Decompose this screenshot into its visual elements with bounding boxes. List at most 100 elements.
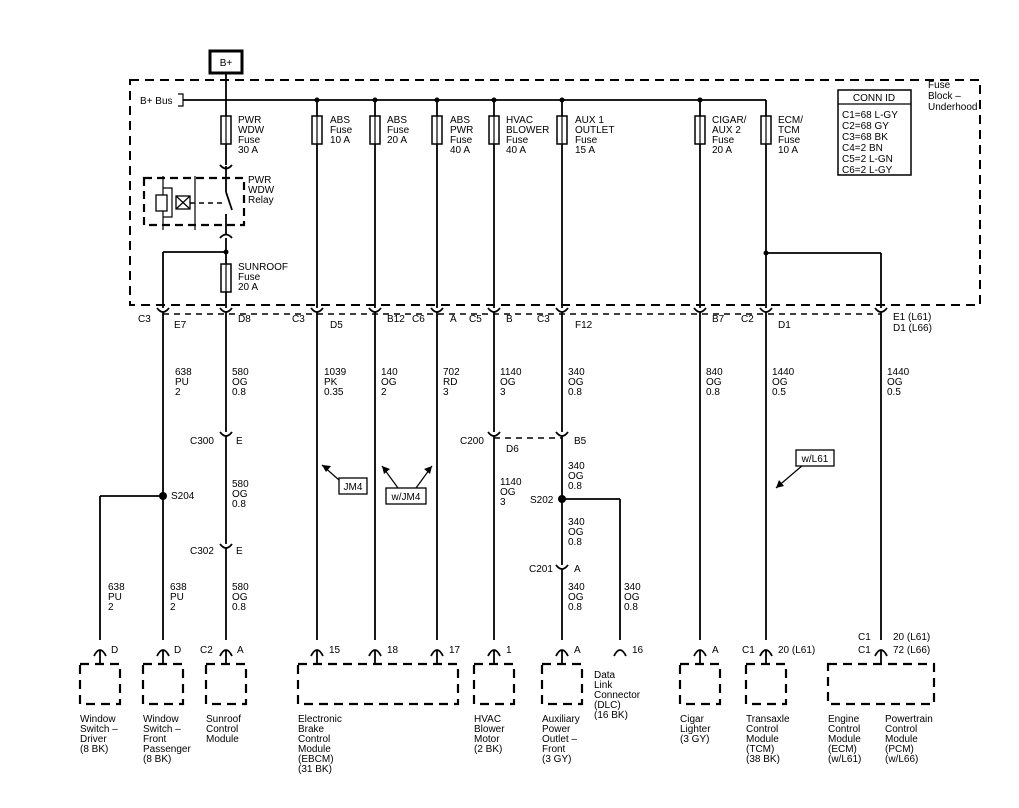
svg-text:OUTLET: OUTLET (575, 125, 614, 136)
svg-text:Fuse: Fuse (330, 125, 353, 136)
svg-text:Module: Module (746, 734, 779, 745)
svg-text:(3 GY): (3 GY) (680, 734, 709, 745)
svg-text:D8: D8 (238, 314, 251, 325)
svg-text:580: 580 (232, 582, 249, 593)
bus-label: B+ Bus (140, 96, 173, 107)
svg-text:BLOWER: BLOWER (506, 125, 549, 136)
conn-id-row: C1=68 L-GY (842, 110, 898, 121)
svg-text:OG: OG (568, 377, 584, 388)
svg-text:A: A (237, 645, 244, 656)
conn-id-row: C5=2 L-GN (842, 154, 893, 165)
svg-text:340: 340 (624, 582, 641, 593)
svg-text:340: 340 (568, 461, 585, 472)
svg-text:ABS: ABS (450, 115, 470, 126)
svg-text:3: 3 (443, 387, 449, 398)
component-hvac-blower-motor: HVAC Blower Motor (2 BK) (472, 662, 516, 755)
svg-text:OG: OG (232, 592, 248, 603)
svg-text:Fuse: Fuse (506, 135, 529, 146)
svg-text:(EBCM): (EBCM) (298, 754, 334, 765)
svg-text:C2: C2 (741, 314, 754, 325)
svg-text:HVAC: HVAC (506, 115, 533, 126)
svg-text:Control: Control (746, 724, 778, 735)
svg-text:Relay: Relay (248, 195, 274, 206)
wire-1140: 1140 OG 3 C200 D6 1140 OG 3 (460, 322, 562, 640)
svg-text:B12: B12 (387, 314, 405, 325)
svg-text:2: 2 (381, 387, 387, 398)
svg-text:(8 BK): (8 BK) (143, 754, 171, 765)
svg-text:30 A: 30 A (238, 145, 258, 156)
fuse-hvac-blower: HVAC BLOWER Fuse 40 A (488, 100, 549, 308)
svg-text:Cigar: Cigar (680, 714, 705, 725)
svg-text:Switch –: Switch – (80, 724, 118, 735)
svg-text:20 (L61): 20 (L61) (893, 632, 930, 643)
svg-text:D: D (174, 645, 181, 656)
svg-text:(38 BK): (38 BK) (746, 754, 780, 765)
component-sunroof-module: Sunroof Control Module (204, 662, 248, 745)
svg-text:ABS: ABS (330, 115, 350, 126)
svg-text:72 (L66): 72 (L66) (893, 645, 930, 656)
svg-text:OG: OG (500, 487, 516, 498)
svg-text:PK: PK (324, 377, 338, 388)
option-tag-jm4: JM4 (321, 464, 368, 495)
svg-text:Module: Module (298, 744, 331, 755)
svg-text:ABS: ABS (387, 115, 407, 126)
svg-text:Control: Control (206, 724, 238, 735)
svg-text:(16 BK): (16 BK) (594, 710, 628, 721)
svg-text:Outlet –: Outlet – (542, 734, 577, 745)
svg-text:TCM: TCM (778, 125, 800, 136)
component-ebcm: Electronic Brake Control Module (EBCM) (… (296, 662, 460, 775)
svg-text:Window: Window (143, 714, 179, 725)
svg-text:RD: RD (443, 377, 457, 388)
svg-text:1440: 1440 (887, 367, 910, 378)
svg-text:CIGAR/: CIGAR/ (712, 115, 747, 126)
wire-1440-ecm: 1440 OG 0.5 (880, 322, 910, 640)
svg-text:2: 2 (108, 602, 114, 613)
svg-text:Underhood: Underhood (928, 102, 977, 113)
svg-text:Lighter: Lighter (680, 724, 711, 735)
svg-text:D1 (L66): D1 (L66) (893, 323, 932, 334)
svg-text:0.8: 0.8 (568, 602, 582, 613)
svg-text:Engine: Engine (828, 714, 860, 725)
svg-text:OG: OG (381, 377, 397, 388)
svg-text:S204: S204 (171, 491, 195, 502)
wire-140: 140 OG 2 (374, 322, 398, 640)
svg-text:638: 638 (170, 582, 187, 593)
svg-text:1140: 1140 (500, 477, 522, 488)
svg-text:C6: C6 (412, 314, 425, 325)
svg-text:638: 638 (175, 367, 192, 378)
svg-text:1140: 1140 (500, 367, 522, 378)
conn-id-table: CONN ID C1=68 L-GY C2=68 GY C3=68 BK C4=… (837, 89, 912, 176)
wire-840: 840 OG 0.8 (699, 322, 723, 640)
svg-text:A: A (450, 314, 457, 325)
svg-text:C302: C302 (190, 546, 214, 557)
fuse-block-outline (129, 79, 981, 306)
svg-text:F12: F12 (575, 320, 593, 331)
svg-text:2: 2 (170, 602, 176, 613)
svg-text:(2 BK): (2 BK) (474, 744, 502, 755)
svg-text:3: 3 (500, 387, 506, 398)
power-source: B+ (208, 49, 244, 75)
fuse-block-label: Fuse Block – Underhood (928, 80, 977, 113)
svg-text:Motor: Motor (474, 734, 500, 745)
conn-id-row: C2=68 GY (842, 121, 889, 132)
svg-text:20 (L61): 20 (L61) (778, 645, 815, 656)
svg-text:OG: OG (706, 377, 722, 388)
svg-text:C201: C201 (529, 564, 553, 575)
svg-text:C3: C3 (537, 314, 550, 325)
svg-text:E: E (236, 436, 243, 447)
svg-text:WDW: WDW (238, 125, 265, 136)
svg-text:3: 3 (500, 497, 506, 508)
svg-text:Control: Control (885, 724, 917, 735)
svg-text:18: 18 (387, 645, 399, 656)
component-tcm: Transaxle Control Module (TCM) (38 BK) (744, 662, 790, 765)
wire-340: 340 OG 0.8 B5 340 OG 0.8 S202 340 OG 0.8… (529, 322, 641, 640)
svg-text:0.8: 0.8 (232, 602, 246, 613)
fuse-ecm-tcm: ECM/ TCM Fuse 10 A (760, 100, 882, 308)
svg-text:840: 840 (706, 367, 723, 378)
svg-text:Fuse: Fuse (712, 135, 735, 146)
svg-text:Power: Power (542, 724, 571, 735)
svg-text:(DLC): (DLC) (594, 700, 621, 711)
component-window-switch-driver: Window Switch – Driver (8 BK) (78, 662, 122, 755)
svg-text:PU: PU (108, 592, 122, 603)
component-connectors: D D C2 A 15 18 17 1 A 16 A C1 20 (L61) C… (93, 632, 930, 664)
